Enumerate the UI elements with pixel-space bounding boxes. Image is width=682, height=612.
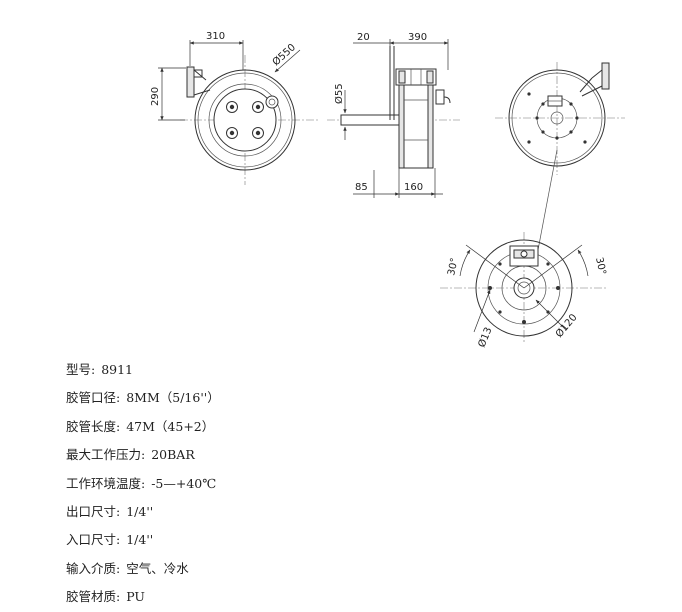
spec-value: PU bbox=[126, 589, 145, 605]
spec-label: 胶管材质: bbox=[66, 589, 121, 605]
spec-inlet-size: 入口尺寸: 1/4'' bbox=[66, 526, 626, 554]
technical-drawing: 310 290 Ø550 bbox=[150, 31, 625, 349]
spec-label: 入口尺寸: bbox=[66, 532, 121, 548]
spec-value: 空气、冷水 bbox=[126, 560, 189, 576]
dim-side-shaft: Ø55 bbox=[333, 83, 345, 104]
spec-value: 1/4'' bbox=[126, 503, 154, 519]
spec-label: 胶管长度: bbox=[66, 418, 121, 434]
mount-bracket bbox=[186, 66, 211, 98]
dim-side-bottom-width: 160 bbox=[404, 182, 423, 193]
detail-view: 30° 30° Ø13 Ø120 bbox=[440, 232, 608, 349]
spec-value: -5—+40℃ bbox=[151, 475, 217, 491]
rear-bracket bbox=[579, 62, 610, 97]
dim-front-height: 290 bbox=[150, 87, 161, 106]
spec-list: 型号: 8911 胶管口径: 8MM（5/16''） 胶管长度: 47M（45+… bbox=[66, 356, 626, 612]
rear-view bbox=[495, 62, 625, 251]
spec-label: 出口尺寸: bbox=[66, 503, 121, 519]
dim-front-width: 310 bbox=[206, 31, 225, 42]
bolt-group bbox=[226, 101, 264, 139]
spec-label: 胶管口径: bbox=[66, 390, 121, 406]
spec-value: 1/4'' bbox=[126, 532, 154, 548]
spec-value: 8MM（5/16''） bbox=[126, 390, 220, 406]
dim-detail-angle-left: 30° bbox=[446, 257, 460, 277]
spec-label: 型号: bbox=[66, 362, 96, 377]
spec-label: 最大工作压力: bbox=[66, 447, 146, 463]
spec-value: 47M（45+2） bbox=[126, 418, 215, 434]
spec-value: 20BAR bbox=[151, 447, 195, 463]
spec-outlet-size: 出口尺寸: 1/4'' bbox=[66, 498, 626, 526]
spec-value: 8911 bbox=[101, 362, 134, 377]
spec-hose-bore: 胶管口径: 8MM（5/16''） bbox=[66, 384, 626, 412]
spec-temperature: 工作环境温度: -5—+40℃ bbox=[66, 470, 626, 498]
spec-label: 工作环境温度: bbox=[66, 475, 146, 491]
dim-detail-circle: Ø120 bbox=[553, 312, 580, 340]
dim-side-bottom-left: 85 bbox=[355, 182, 368, 193]
dim-detail-angle-right: 30° bbox=[593, 256, 607, 276]
spec-max-pressure: 最大工作压力: 20BAR bbox=[66, 441, 626, 469]
dim-side-width: 390 bbox=[408, 32, 427, 43]
spec-model: 型号: 8911 bbox=[66, 356, 626, 384]
side-view: 20 390 Ø55 85 160 bbox=[327, 32, 460, 198]
spec-hose-length: 胶管长度: 47M（45+2） bbox=[66, 413, 626, 441]
spec-hose-material: 胶管材质: PU bbox=[66, 583, 626, 611]
front-view: 310 290 Ø550 bbox=[150, 31, 320, 185]
spec-medium: 输入介质: 空气、冷水 bbox=[66, 555, 626, 583]
dim-detail-hole: Ø13 bbox=[476, 326, 495, 350]
dim-side-offset: 20 bbox=[357, 32, 370, 43]
spec-label: 输入介质: bbox=[66, 560, 121, 576]
